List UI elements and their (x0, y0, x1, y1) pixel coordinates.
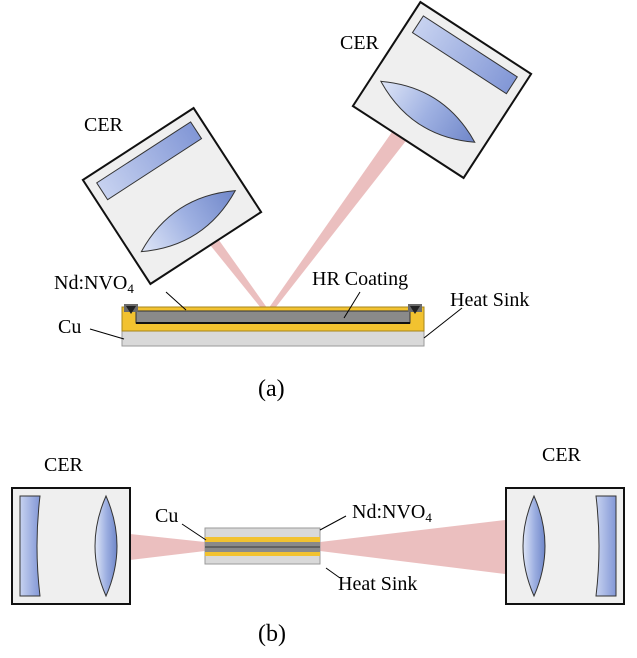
mirror-left-a (96, 121, 203, 201)
coating-label-a: HR Coating (312, 268, 408, 290)
lens-right-b (522, 494, 546, 598)
crystal-assembly-b (204, 527, 321, 565)
cu-label-b: Cu (155, 505, 178, 527)
clamp-right-a (408, 304, 422, 314)
cer-right-a (351, 0, 533, 180)
mirror-right-a (411, 15, 518, 95)
lens-right-a (379, 80, 476, 143)
leader-cu-a (89, 328, 125, 340)
leader-heatsink-a (423, 307, 463, 339)
crystal-label-b: Nd:NVO4 (352, 501, 432, 525)
caption-a: (a) (258, 376, 285, 402)
crystal-label-a: Nd:NVO4 (54, 272, 134, 296)
cer-right-label-a: CER (340, 32, 380, 54)
mirror-left-b (19, 495, 41, 597)
panel-b: CER CER Cu Nd:NVO4 Heat Sink (b) (11, 444, 625, 647)
leader-crystal-a (165, 291, 187, 311)
leader-coating-a (343, 291, 361, 319)
leader-heatsink-b (325, 567, 341, 579)
leader-cu-b (181, 523, 207, 541)
mirror-right-b (595, 495, 617, 597)
heat-sink-a (121, 329, 425, 347)
cer-right-b (505, 487, 625, 605)
heat-sink-label-a: Heat Sink (450, 289, 529, 311)
cer-left-b (11, 487, 131, 605)
lens-left-b (94, 494, 118, 598)
lens-left-a (140, 190, 237, 253)
copper-top-b (205, 537, 320, 542)
panel-a: CER CER Nd:NVO4 HR Coating Heat Sink Cu … (54, 0, 533, 402)
cer-left-label-b: CER (44, 454, 84, 476)
heat-sink-label-b: Heat Sink (338, 573, 417, 595)
cer-right-label-b: CER (542, 444, 582, 466)
cer-left-label-a: CER (84, 114, 124, 136)
cu-label-a: Cu (58, 316, 81, 338)
copper-bottom-b (205, 552, 320, 556)
cer-left-a (81, 106, 263, 286)
clamp-left-a (124, 304, 138, 314)
caption-b: (b) (258, 621, 286, 647)
crystal-a (135, 310, 411, 324)
leader-crystal-b (319, 515, 347, 531)
